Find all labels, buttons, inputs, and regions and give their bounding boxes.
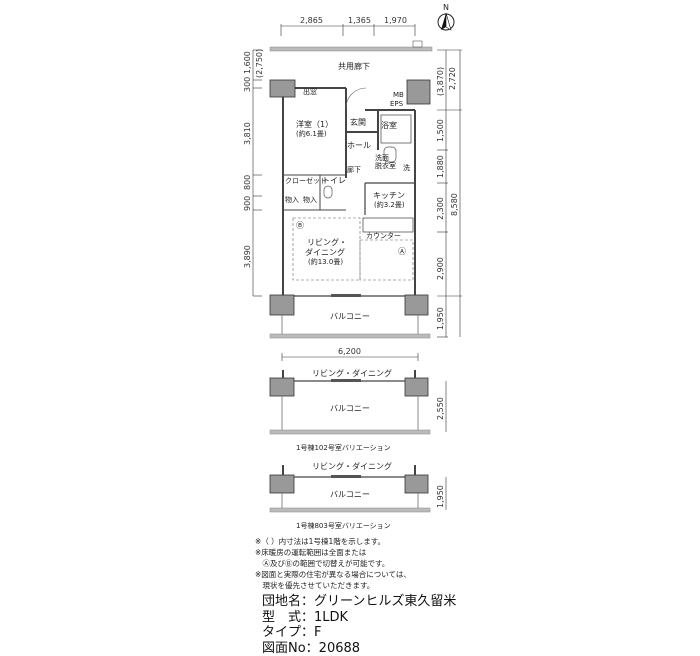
label-area-b: Ⓑ <box>296 221 304 230</box>
label-closet: クローゼット <box>285 176 327 185</box>
label-toilet: トイレ <box>322 176 346 185</box>
label-hall: ホール <box>347 141 371 150</box>
left-dimensions <box>253 50 262 296</box>
dim-left-900: 900 <box>243 196 252 211</box>
label-bedroom-size: (約6.1畳) <box>296 129 327 138</box>
label-washroom-2: 脱衣室 <box>375 161 396 170</box>
floor-heating-area-a <box>360 240 413 280</box>
dim-right-2720: 2,720 <box>448 67 457 90</box>
note-4: ※図面と実際の住宅が異なる場合については、 <box>255 569 411 580</box>
variation-1-room-label: リビング・ダイニング <box>312 368 392 378</box>
complex-name: 団地名：グリーンヒルズ東久留米 <box>262 594 456 610</box>
label-entrance: 玄関 <box>350 117 366 127</box>
label-counter: カウンター <box>366 231 401 240</box>
label-balcony: バルコニー <box>330 312 370 321</box>
dim-left-300: 300 <box>243 77 252 92</box>
north-compass-icon: N <box>438 3 454 30</box>
dim-top-2: 1,365 <box>348 16 371 25</box>
property-info: 団地名：グリーンヒルズ東久留米 型 式：1LDK タイプ：F 図面No：2068… <box>262 594 456 656</box>
label-living-size: (約13.0畳) <box>308 257 343 266</box>
variation-1-caption: 1号棟102号室バリエーション <box>296 443 391 452</box>
balcony-rail <box>270 334 430 338</box>
drawing-number: 図面No：20688 <box>262 641 456 656</box>
label-area-a: Ⓐ <box>398 247 406 256</box>
dim-left-800: 800 <box>243 175 252 190</box>
dim-left-3810: 3,810 <box>243 122 252 145</box>
note-2: ※床暖房の運転範囲は全面または <box>255 547 411 558</box>
column-top-left <box>270 80 295 97</box>
toilet-fixture <box>324 186 332 198</box>
label-washer: 洗 <box>403 163 410 172</box>
dim-left-1600: 1,600 <box>243 51 252 74</box>
note-3: Ⓐ及びⒷの範囲で切替えが可能です。 <box>255 558 411 569</box>
dim-left-2750: (2,750) <box>255 49 264 78</box>
dim-right-2300: 2,300 <box>436 197 445 220</box>
dim-right-2900: 2,900 <box>436 257 445 280</box>
dim-bottom-6200: 6,200 <box>338 347 361 356</box>
notes: ※（ ）内寸法は1号棟1階を示します。 ※床暖房の運転範囲は全面または Ⓐ及びⒷ… <box>255 536 411 591</box>
variation-2-room-label: リビング・ダイニング <box>312 461 392 471</box>
label-living-2: ダイニング <box>305 247 345 257</box>
label-mb: MB <box>393 91 404 99</box>
label-bedroom: 洋室（1） <box>296 119 333 129</box>
column-bottom-right <box>405 295 428 315</box>
corridor-wall <box>270 47 432 51</box>
label-bath: 浴室 <box>381 120 397 130</box>
dim-left-3890: 3,890 <box>243 245 252 268</box>
top-dimensions <box>281 24 415 36</box>
layout-type: 型 式：1LDK <box>262 610 456 626</box>
variation-2-dim: 1,950 <box>436 485 445 508</box>
unit-type: タイプ：F <box>262 625 456 641</box>
dim-right-3870: (3,870) <box>436 67 445 96</box>
label-bay-window: 出窓 <box>303 87 317 96</box>
kitchen-counter <box>363 218 413 232</box>
variation-803 <box>270 465 446 512</box>
meter-icon <box>413 41 422 47</box>
window-sash <box>331 294 361 297</box>
dim-right-1950: 1,950 <box>436 307 445 330</box>
label-eps: EPS <box>390 100 404 108</box>
dim-right-1500: 1,500 <box>436 119 445 142</box>
label-living-1: リビング・ <box>307 237 347 247</box>
label-kitchen-size: (約3.2畳) <box>374 200 405 209</box>
variation-2-caption: 1号棟803号室バリエーション <box>296 521 391 530</box>
variation-1-dim: 2,550 <box>436 397 445 420</box>
label-hallway: 廊下 <box>347 165 361 174</box>
entrance-door <box>346 88 366 108</box>
dim-top-3: 1,970 <box>384 16 407 25</box>
note-1: ※（ ）内寸法は1号棟1階を示します。 <box>255 536 411 547</box>
dim-right-8580: 8,580 <box>450 193 459 216</box>
dim-top-1: 2,865 <box>300 16 323 25</box>
corridor-label: 共用廊下 <box>338 61 370 71</box>
label-washroom-1: 洗面 <box>375 153 389 162</box>
column-bottom-left <box>270 295 294 315</box>
column-top-right <box>407 80 430 104</box>
variation-1-balcony-label: バルコニー <box>330 404 370 413</box>
compass-label: N <box>443 3 449 12</box>
variation-102 <box>270 370 446 434</box>
note-5: 現状を優先させていただきます。 <box>255 580 411 591</box>
label-storage-1: 物入 <box>285 195 299 204</box>
label-storage-2: 物入 <box>303 195 317 204</box>
label-kitchen: キッチン <box>373 191 405 200</box>
dim-right-1880: 1,880 <box>436 155 445 178</box>
variation-2-balcony-label: バルコニー <box>330 490 370 499</box>
